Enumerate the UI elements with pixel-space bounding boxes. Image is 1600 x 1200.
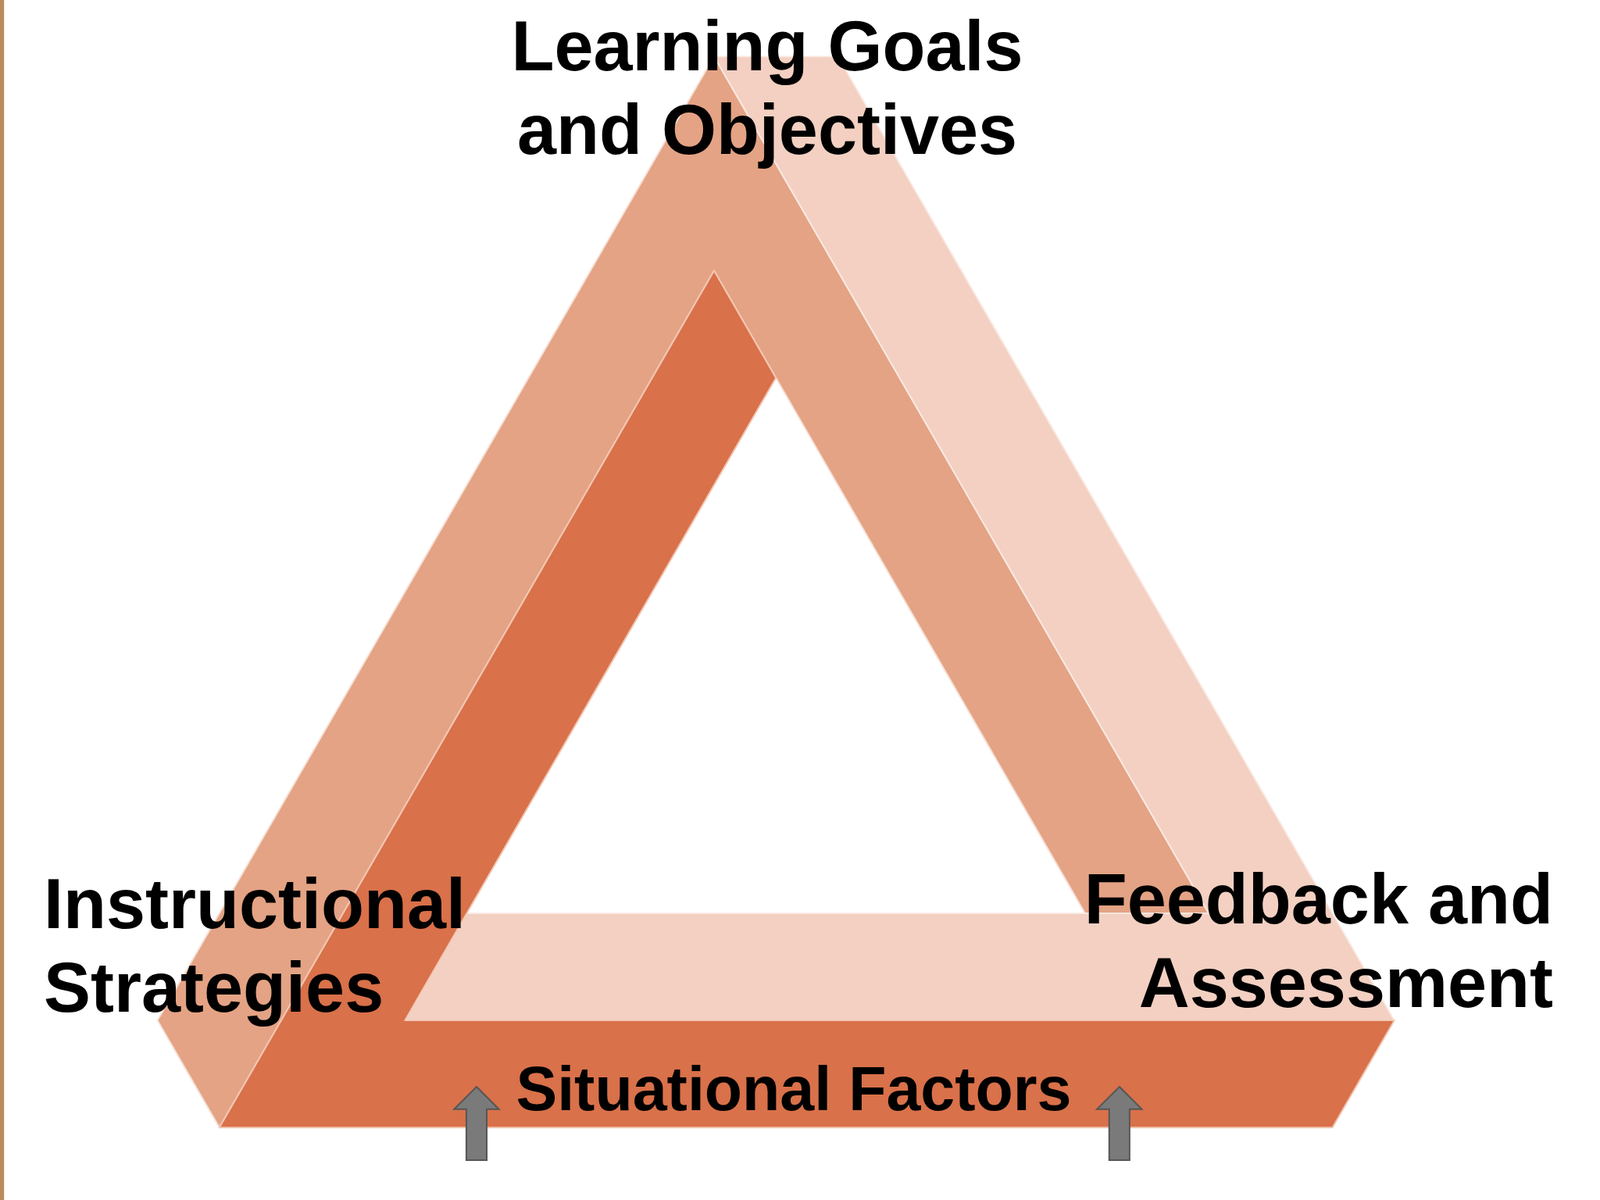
vertex-label: Feedback and Assessment — [1021, 857, 1554, 1025]
frame-edge — [0, 0, 4, 1200]
base-label: Situational Factors — [481, 1051, 1107, 1126]
vertex-label: Learning Goals and Objectives — [493, 4, 1041, 172]
up-arrow — [453, 1086, 499, 1161]
vertex-label: Instructional Strategies — [43, 862, 529, 1030]
up-arrow — [1096, 1086, 1142, 1161]
